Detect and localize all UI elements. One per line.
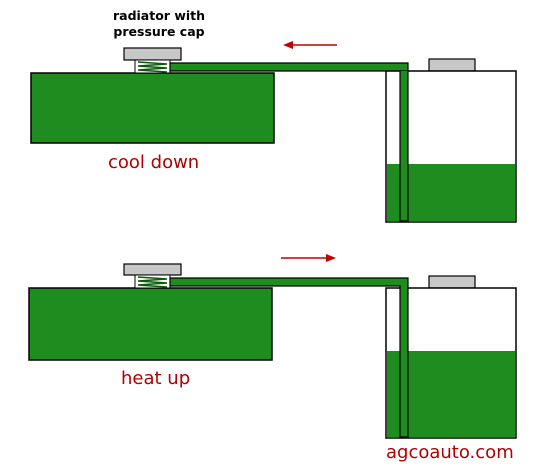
flow-arrow-left — [283, 41, 337, 49]
reservoir-cap — [428, 275, 476, 289]
heat-up-label: heat up — [121, 368, 191, 389]
flow-arrow-right — [281, 254, 336, 262]
tube-in-reservoir — [399, 71, 409, 222]
radiator-label: radiator with pressure cap — [104, 8, 214, 40]
cool-down-label: cool down — [108, 152, 200, 173]
radiator-body — [30, 72, 275, 144]
radiator-label-line1: radiator with — [112, 8, 206, 23]
panel-heat-up — [28, 254, 517, 439]
pressure-cap — [123, 263, 182, 276]
radiator-label-line2: pressure cap — [113, 24, 205, 39]
site-credit: agcoauto.com — [386, 442, 514, 463]
cap-spring — [137, 276, 168, 288]
cap-spring — [137, 61, 168, 73]
panel-cool-down — [30, 41, 517, 223]
reservoir-cap — [428, 58, 476, 72]
radiator-body — [28, 287, 273, 361]
tube-in-reservoir — [399, 286, 409, 438]
pressure-cap — [123, 47, 182, 61]
